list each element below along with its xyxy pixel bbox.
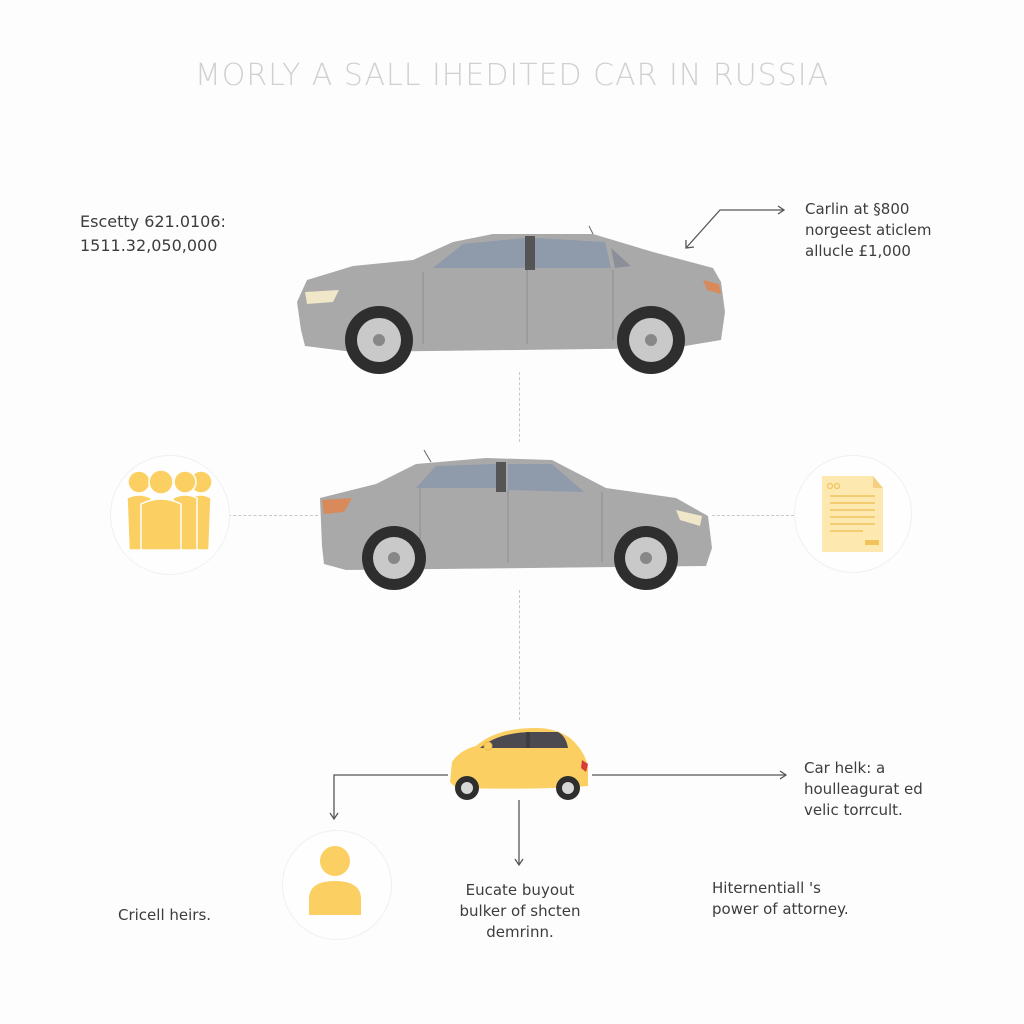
bottom-right-note-line1: Car helk: a bbox=[804, 759, 886, 777]
top-right-note-line2: norgeest aticlem bbox=[805, 221, 932, 239]
bottom-right-note-line2: houlleagurat ed bbox=[804, 780, 923, 798]
people-group-icon bbox=[126, 469, 213, 551]
heirs-group-node bbox=[110, 455, 230, 575]
person-node bbox=[282, 830, 392, 940]
top-right-arrow-icon bbox=[685, 205, 786, 249]
bottom-connectors bbox=[329, 770, 788, 867]
top-right-note-line3: allucle £1,000 bbox=[805, 242, 911, 260]
top-right-note-line1: Carlin at §800 bbox=[805, 200, 910, 218]
document-icon bbox=[822, 476, 883, 552]
connector-middle-to-bottom bbox=[519, 590, 520, 720]
person-icon bbox=[309, 846, 361, 915]
top-left-note-line1: Escetty 621.0106: bbox=[80, 212, 226, 231]
bottom-center-note: Eucate buyout bulker of shcten demrinn. bbox=[440, 880, 600, 943]
bottom-car-hatchback-icon bbox=[450, 728, 588, 800]
page-title: MORLY A SALL IHEDITED CAR IN RUSSIA bbox=[194, 58, 830, 93]
bottom-center-note-line2: bulker of shcten bbox=[459, 902, 581, 920]
connector-heirs-to-car bbox=[228, 515, 318, 516]
bottom-center-note-line3: demrinn. bbox=[486, 923, 554, 941]
connector-top-to-middle bbox=[519, 372, 520, 442]
bottom-rightmid-note-line1: Hiternentiall 's bbox=[712, 879, 821, 897]
top-left-note-line2: 1511.32,050,000 bbox=[80, 236, 218, 255]
connector-car-to-document bbox=[712, 515, 794, 516]
document-node bbox=[794, 455, 912, 573]
bottom-right-note: Car helk: a houlleagurat ed velic torrcu… bbox=[804, 758, 923, 821]
bottom-rightmid-note: Hiternentiall 's power of attorney. bbox=[712, 878, 849, 920]
middle-car-sedan-icon bbox=[320, 449, 712, 590]
top-left-note: Escetty 621.0106: 1511.32,050,000 bbox=[80, 210, 226, 258]
top-right-note: Carlin at §800 norgeest aticlem allucle … bbox=[805, 199, 932, 262]
bottom-right-note-line3: velic torrcult. bbox=[804, 801, 903, 819]
top-car-sedan-icon bbox=[297, 225, 725, 374]
bottom-rightmid-note-line2: power of attorney. bbox=[712, 900, 849, 918]
bottom-left-label: Cricell heirs. bbox=[118, 906, 212, 924]
bottom-center-note-line1: Eucate buyout bbox=[465, 881, 575, 899]
